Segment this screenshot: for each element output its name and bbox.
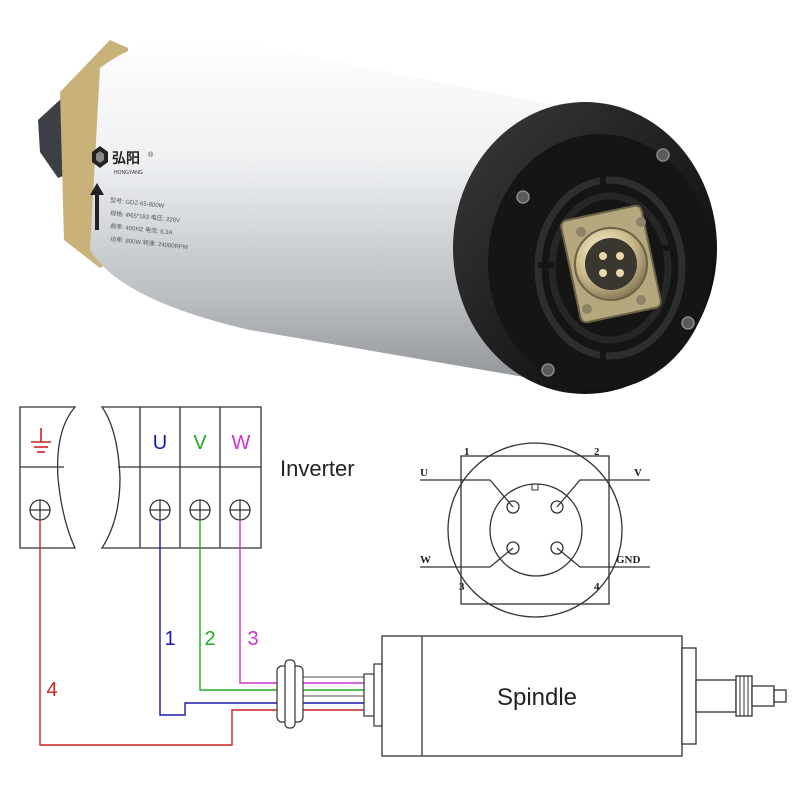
connector-pin bbox=[506, 500, 520, 514]
inverter-terminal-block: U V W bbox=[100, 406, 262, 549]
terminal-label-u: U bbox=[153, 432, 167, 454]
end-cap-screws bbox=[516, 148, 695, 377]
connector-flange bbox=[460, 455, 610, 605]
connector-outer-circle bbox=[447, 442, 623, 618]
wire-number-1: 1 bbox=[164, 628, 175, 650]
wire-1 bbox=[159, 520, 380, 716]
ground-screw-icon bbox=[29, 499, 51, 521]
terminal-screw-icon bbox=[149, 499, 171, 521]
connector-pin bbox=[550, 541, 564, 555]
connector-pin bbox=[506, 541, 520, 555]
signal-gnd: GND bbox=[616, 554, 641, 566]
pin-number-4: 4 bbox=[594, 581, 600, 593]
cable-clamp bbox=[276, 659, 383, 729]
wiring-diagram: U V W Inverter 1 2 3 4 bbox=[19, 406, 787, 757]
brand-registered-mark: ® bbox=[148, 151, 154, 159]
spindle-motor-photo: 弘阳 HONGYANG ® 型号: GDZ-65-800W 规格: Φ65*18… bbox=[38, 36, 717, 394]
pin-number-2: 2 bbox=[594, 446, 600, 458]
brand-logo-icon bbox=[92, 146, 108, 168]
signal-u: U bbox=[420, 467, 428, 479]
terminal-screw-icon bbox=[189, 499, 211, 521]
pin-number-3: 3 bbox=[459, 581, 465, 593]
terminal-label-v: V bbox=[193, 432, 207, 454]
spindle-schematic bbox=[381, 635, 787, 757]
brand-name-en: HONGYANG bbox=[114, 170, 143, 176]
connector-pinout-labels: 1 2 3 4 U V W GND bbox=[420, 446, 642, 593]
connector-pin bbox=[550, 500, 564, 514]
connector-pinout-diagram bbox=[420, 442, 650, 618]
terminal-label-w: W bbox=[232, 432, 251, 454]
spindle-label: Spindle bbox=[497, 684, 577, 711]
wire-3 bbox=[239, 520, 380, 684]
wire-number-4: 4 bbox=[46, 679, 57, 701]
aviation-connector bbox=[560, 204, 662, 324]
wire-2 bbox=[199, 520, 380, 691]
rotation-arrow-icon bbox=[90, 183, 104, 230]
connector-inner-circle bbox=[489, 483, 583, 577]
terminal-screw-icon bbox=[229, 499, 251, 521]
pin-number-1: 1 bbox=[464, 446, 470, 458]
ground-terminal-block bbox=[19, 406, 77, 549]
signal-w: W bbox=[420, 554, 431, 566]
signal-v: V bbox=[634, 467, 642, 479]
ground-icon bbox=[31, 428, 51, 453]
inverter-label: Inverter bbox=[280, 456, 355, 481]
wire-number-3: 3 bbox=[247, 628, 258, 650]
brand-name-cn: 弘阳 bbox=[112, 150, 140, 166]
wire-number-2: 2 bbox=[204, 628, 215, 650]
